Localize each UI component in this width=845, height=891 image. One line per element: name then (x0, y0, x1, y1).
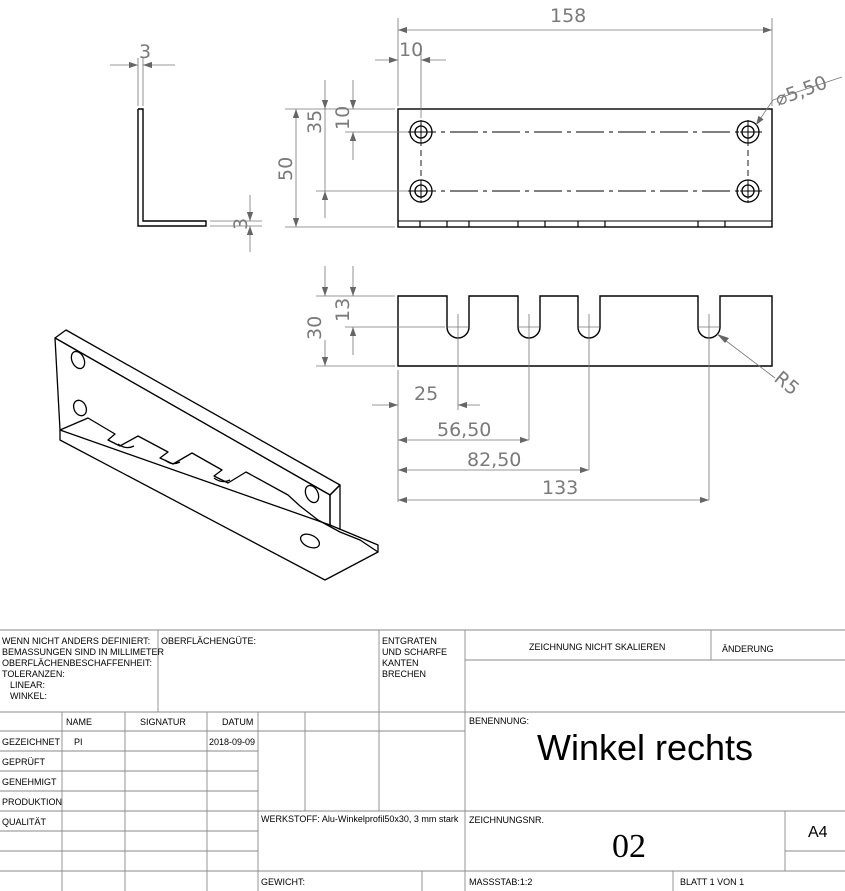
deburr-line-1: ENTGRATEN (382, 636, 437, 646)
row-drawn: GEZEICHNET (2, 737, 61, 747)
dim-slot-3: 82,50 (467, 449, 521, 471)
top-view-dimensions (316, 266, 776, 504)
dim-hole-offset-y: 10 (332, 106, 354, 130)
front-view-dimensions (285, 18, 843, 228)
note-line-4: TOLERANZEN: (2, 669, 65, 679)
dim-hole-diameter: ⌀5,50 (772, 72, 830, 111)
drawn-by: PI (74, 737, 83, 747)
scale-label: MASSSTAB:1:2 (469, 877, 532, 887)
dim-hole-offset-x: 10 (399, 39, 423, 61)
note-line-5: LINEAR: (10, 680, 45, 690)
dim-hole-row: 35 (304, 110, 326, 134)
top-view-outline (397, 295, 773, 367)
col-date: DATUM (222, 717, 253, 727)
side-view-dimensions (110, 58, 262, 252)
col-name: NAME (66, 717, 92, 727)
row-quality: QUALITÄT (2, 817, 47, 827)
drawn-date: 2018-09-09 (209, 737, 255, 747)
drawing-number: 02 (612, 828, 646, 865)
surface-label: OBERFLÄCHENGÜTE: (161, 636, 256, 646)
isometric-view (54, 329, 379, 581)
front-view (397, 108, 773, 228)
note-line-2: BEMASSUNGEN SIND IN MILLIMETER (2, 647, 165, 657)
note-line-1: WENN NICHT ANDERS DEFINIERT: (2, 636, 150, 646)
deburr-line-3: KANTEN (382, 658, 419, 668)
name-label: BENENNUNG: (469, 716, 529, 726)
mounting-holes (409, 120, 760, 203)
dim-slot-2: 56,50 (437, 419, 491, 441)
note-line-6: WINKEL: (10, 691, 47, 701)
no-scale-note: ZEICHNUNG NICHT SKALIEREN (529, 642, 665, 652)
row-approved: GENEHMIGT (2, 777, 57, 787)
revision-label: ÄNDERUNG (722, 644, 774, 654)
weight-label: GEWICHT: (261, 877, 305, 887)
row-production: PRODUKTION (2, 797, 62, 807)
sheet-size: A4 (808, 824, 828, 841)
title-block-grid (0, 629, 845, 891)
centerlines (408, 120, 762, 203)
dim-thickness-top: 3 (139, 41, 151, 63)
side-view-profile (137, 108, 207, 227)
col-signature: SIGNATUR (140, 717, 186, 727)
dim-height: 50 (275, 157, 297, 181)
dim-overall-length: 158 (550, 5, 586, 27)
drawing-title: Winkel rechts (537, 727, 753, 768)
dim-slot-radius: R5 (770, 367, 804, 400)
deburr-line-2: UND SCHARFE (382, 647, 447, 657)
dim-flange-height: 30 (304, 316, 326, 340)
material-label: WERKSTOFF: Alu-Winkelprofil50x30, 3 mm s… (261, 814, 459, 824)
radius-arrow (717, 334, 729, 343)
sheet-label: BLATT 1 VON 1 (680, 877, 744, 887)
dim-thickness-side: 3 (230, 218, 252, 230)
front-view-flange-ticks (419, 221, 726, 227)
slot-centerlines (397, 314, 719, 502)
dim-slot-1: 25 (414, 383, 438, 405)
dim-slot-4: 133 (542, 477, 578, 499)
row-checked: GEPRÜFT (2, 757, 46, 767)
note-line-3: OBERFLÄCHENBESCHAFFENHEIT: (2, 658, 152, 668)
dim-slot-depth: 13 (332, 298, 354, 322)
deburr-line-4: BRECHEN (382, 669, 426, 679)
drawing-number-label: ZEICHNUNGSNR. (469, 815, 544, 825)
